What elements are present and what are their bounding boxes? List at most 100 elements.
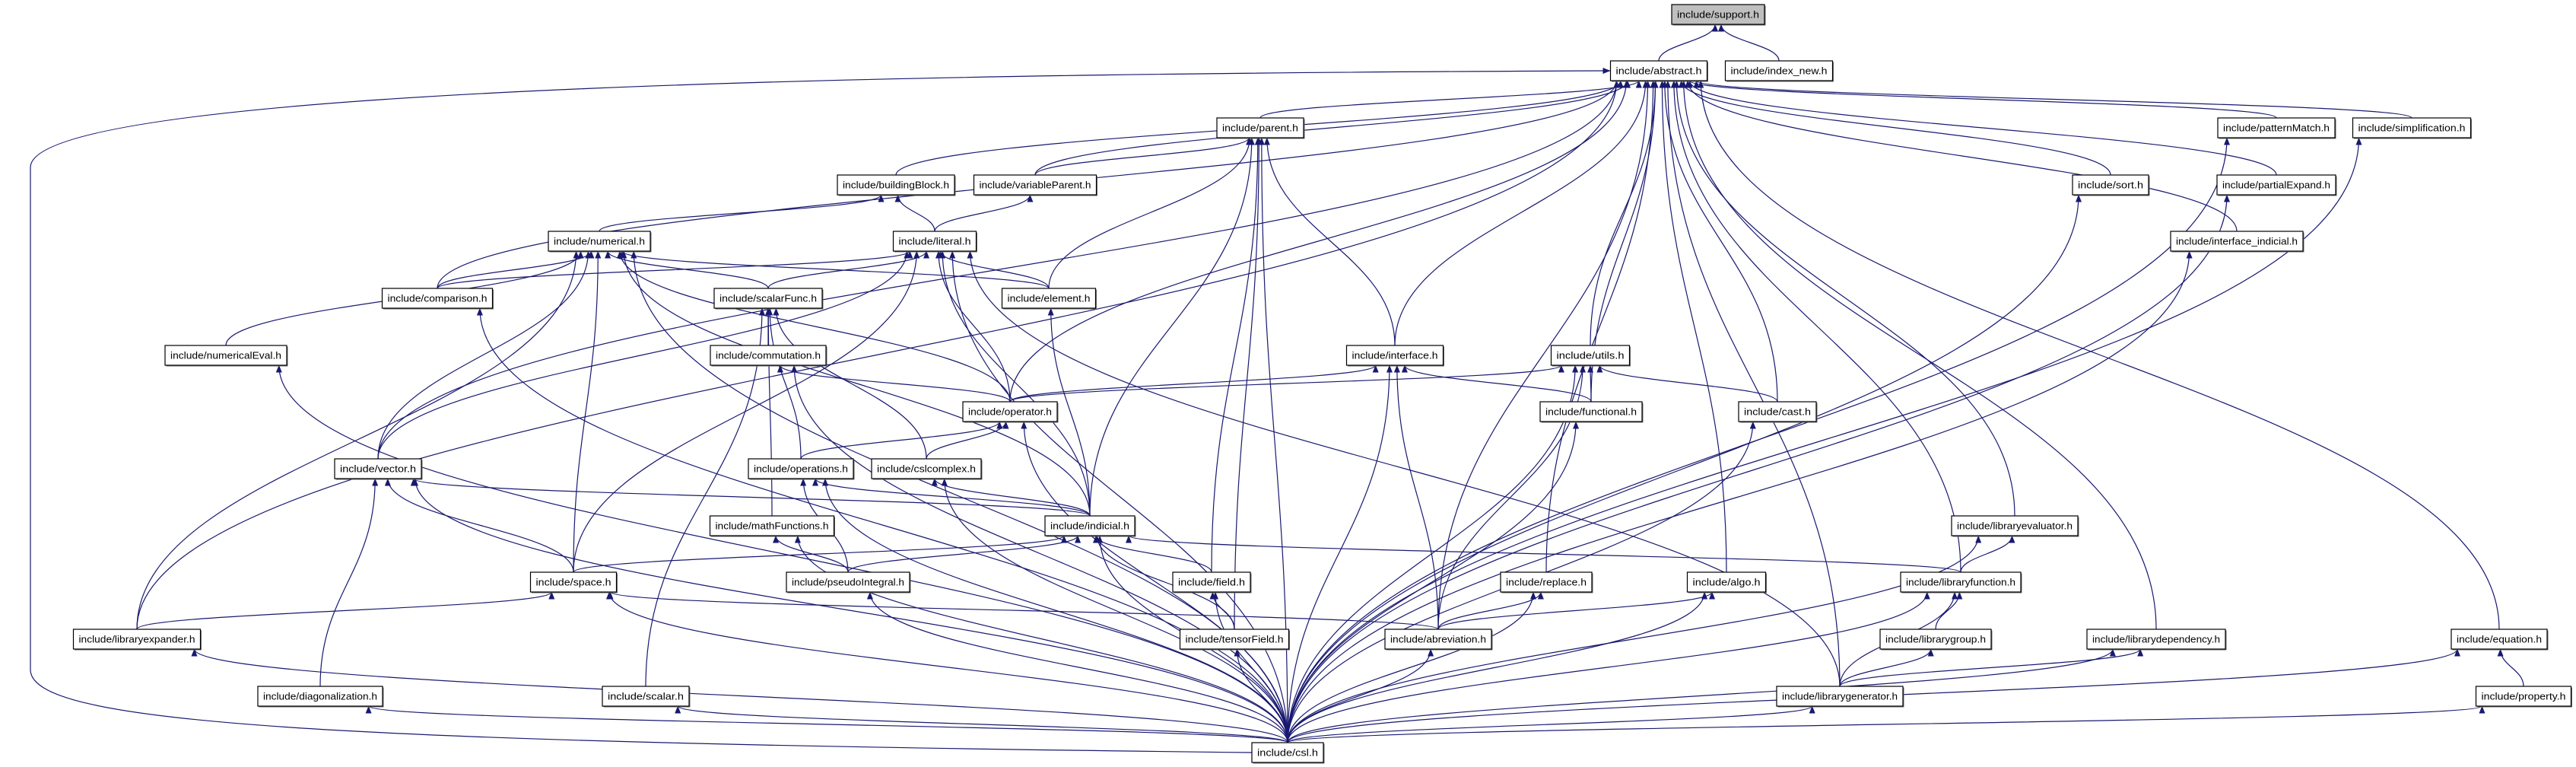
node-box[interactable] — [334, 458, 422, 479]
node-box[interactable] — [2072, 174, 2149, 196]
node-libraryexpander[interactable]: include/libraryexpander.h — [72, 629, 202, 651]
node-box[interactable] — [1879, 629, 1992, 650]
node-box[interactable] — [1172, 571, 1251, 593]
node-box[interactable] — [1609, 60, 1708, 81]
node-box[interactable] — [871, 458, 982, 479]
edge-csl-to-replace — [1287, 591, 1536, 743]
node-label: include/property.h — [2482, 691, 2566, 702]
node-partial-expand[interactable]: include/partialExpand.h — [2216, 174, 2337, 196]
node-box[interactable] — [2086, 629, 2226, 650]
node-box[interactable] — [1384, 629, 1492, 650]
node-box[interactable] — [1179, 629, 1290, 650]
node-csl[interactable]: include/csl.h — [1251, 742, 1325, 764]
node-interface[interactable]: include/interface.h — [1345, 345, 1445, 367]
node-pattern-match[interactable]: include/patternMatch.h — [2217, 117, 2336, 139]
node-box[interactable] — [548, 231, 651, 252]
node-sort[interactable]: include/sort.h — [2072, 174, 2150, 196]
node-property[interactable]: include/property.h — [2475, 686, 2573, 708]
node-building-block[interactable]: include/buildingBlock.h — [837, 174, 956, 196]
node-commutation[interactable]: include/commutation.h — [710, 345, 827, 367]
node-box[interactable] — [1044, 515, 1136, 536]
edge-librarygenerator-to-librarygroup — [1839, 648, 1934, 687]
node-libraryfunction[interactable]: include/libraryfunction.h — [1900, 571, 2022, 594]
node-simplification[interactable]: include/simplification.h — [2352, 117, 2473, 139]
node-box[interactable] — [710, 345, 827, 366]
node-box[interactable] — [1738, 401, 1817, 422]
node-abreviation[interactable]: include/abreviation.h — [1384, 629, 1493, 651]
node-scalar-func[interactable]: include/scalarFunc.h — [713, 288, 824, 310]
node-algo[interactable]: include/algo.h — [1686, 571, 1768, 594]
node-utils[interactable]: include/utils.h — [1550, 345, 1631, 367]
node-box[interactable] — [381, 288, 494, 309]
node-cast[interactable]: include/cast.h — [1738, 401, 1818, 423]
node-tensor-field[interactable]: include/tensorField.h — [1179, 629, 1291, 651]
node-box[interactable] — [2216, 174, 2336, 196]
node-box[interactable] — [1500, 571, 1593, 593]
node-box[interactable] — [1686, 571, 1767, 593]
node-box[interactable] — [2217, 117, 2336, 138]
node-diagonalization[interactable]: include/diagonalization.h — [257, 686, 384, 708]
node-librarydependency[interactable]: include/librarydependency.h — [2086, 629, 2227, 651]
node-box[interactable] — [1724, 60, 1834, 81]
node-box[interactable] — [164, 345, 287, 366]
node-box[interactable] — [709, 515, 835, 536]
node-space[interactable]: include/space.h — [529, 571, 618, 594]
node-box[interactable] — [1671, 4, 1765, 25]
node-box[interactable] — [1951, 515, 2079, 536]
node-librarygenerator[interactable]: include/librarygenerator.h — [1776, 686, 1904, 708]
node-replace[interactable]: include/replace.h — [1500, 571, 1593, 594]
node-box[interactable] — [786, 571, 910, 593]
node-label: include/vector.h — [340, 463, 416, 475]
node-interface-indicial[interactable]: include/interface_indicial.h — [2170, 231, 2304, 253]
node-parent[interactable]: include/parent.h — [1216, 117, 1305, 139]
node-variable-parent[interactable]: include/variableParent.h — [973, 174, 1098, 196]
node-pseudo-integral[interactable]: include/pseudoIntegral.h — [786, 571, 911, 594]
node-box[interactable] — [2475, 686, 2572, 707]
node-equation[interactable]: include/equation.h — [2451, 629, 2549, 651]
node-numerical[interactable]: include/numerical.h — [548, 231, 652, 253]
node-box[interactable] — [2170, 231, 2304, 252]
node-box[interactable] — [1900, 571, 2022, 593]
node-box[interactable] — [529, 571, 618, 593]
node-box[interactable] — [713, 288, 823, 309]
node-box[interactable] — [257, 686, 383, 707]
node-label: include/commutation.h — [716, 350, 821, 361]
node-numerical-eval[interactable]: include/numericalEval.h — [164, 345, 288, 367]
node-math-functions[interactable]: include/mathFunctions.h — [709, 515, 836, 537]
node-cslcomplex[interactable]: include/cslcomplex.h — [871, 458, 983, 480]
node-box[interactable] — [1251, 742, 1324, 763]
node-box[interactable] — [962, 401, 1058, 422]
node-scalar[interactable]: include/scalar.h — [602, 686, 691, 708]
node-librarygroup[interactable]: include/librarygroup.h — [1879, 629, 1993, 651]
node-box[interactable] — [2352, 117, 2472, 138]
node-operations[interactable]: include/operations.h — [748, 458, 855, 480]
node-support[interactable]: include/support.h — [1671, 4, 1766, 26]
node-box[interactable] — [1539, 401, 1643, 422]
edge-operations-to-operator — [800, 421, 1003, 460]
node-box[interactable] — [748, 458, 854, 479]
node-vector[interactable]: include/vector.h — [334, 458, 423, 480]
node-box[interactable] — [2451, 629, 2548, 650]
node-box[interactable] — [1216, 117, 1304, 138]
node-functional[interactable]: include/functional.h — [1539, 401, 1644, 423]
node-box[interactable] — [72, 629, 202, 650]
node-box[interactable] — [837, 174, 955, 196]
node-box[interactable] — [1001, 288, 1097, 309]
node-index-new[interactable]: include/index_new.h — [1724, 60, 1834, 82]
node-element[interactable]: include/element.h — [1001, 288, 1097, 310]
node-box[interactable] — [892, 231, 977, 252]
node-box[interactable] — [1345, 345, 1444, 366]
node-box[interactable] — [1776, 686, 1904, 707]
node-box[interactable] — [1550, 345, 1631, 366]
node-abstract[interactable]: include/abstract.h — [1609, 60, 1709, 82]
node-operator[interactable]: include/operator.h — [962, 401, 1059, 423]
node-comparison[interactable]: include/comparison.h — [381, 288, 494, 310]
node-box[interactable] — [602, 686, 690, 707]
node-indicial[interactable]: include/indicial.h — [1044, 515, 1136, 537]
node-literal[interactable]: include/literal.h — [892, 231, 978, 253]
edge-operator-to-interface — [1009, 364, 1379, 403]
node-field[interactable]: include/field.h — [1172, 571, 1252, 594]
node-libraryevaluator[interactable]: include/libraryevaluator.h — [1951, 515, 2079, 537]
edge-cslcomplex-to-scalar-func — [773, 307, 927, 460]
node-box[interactable] — [973, 174, 1097, 196]
